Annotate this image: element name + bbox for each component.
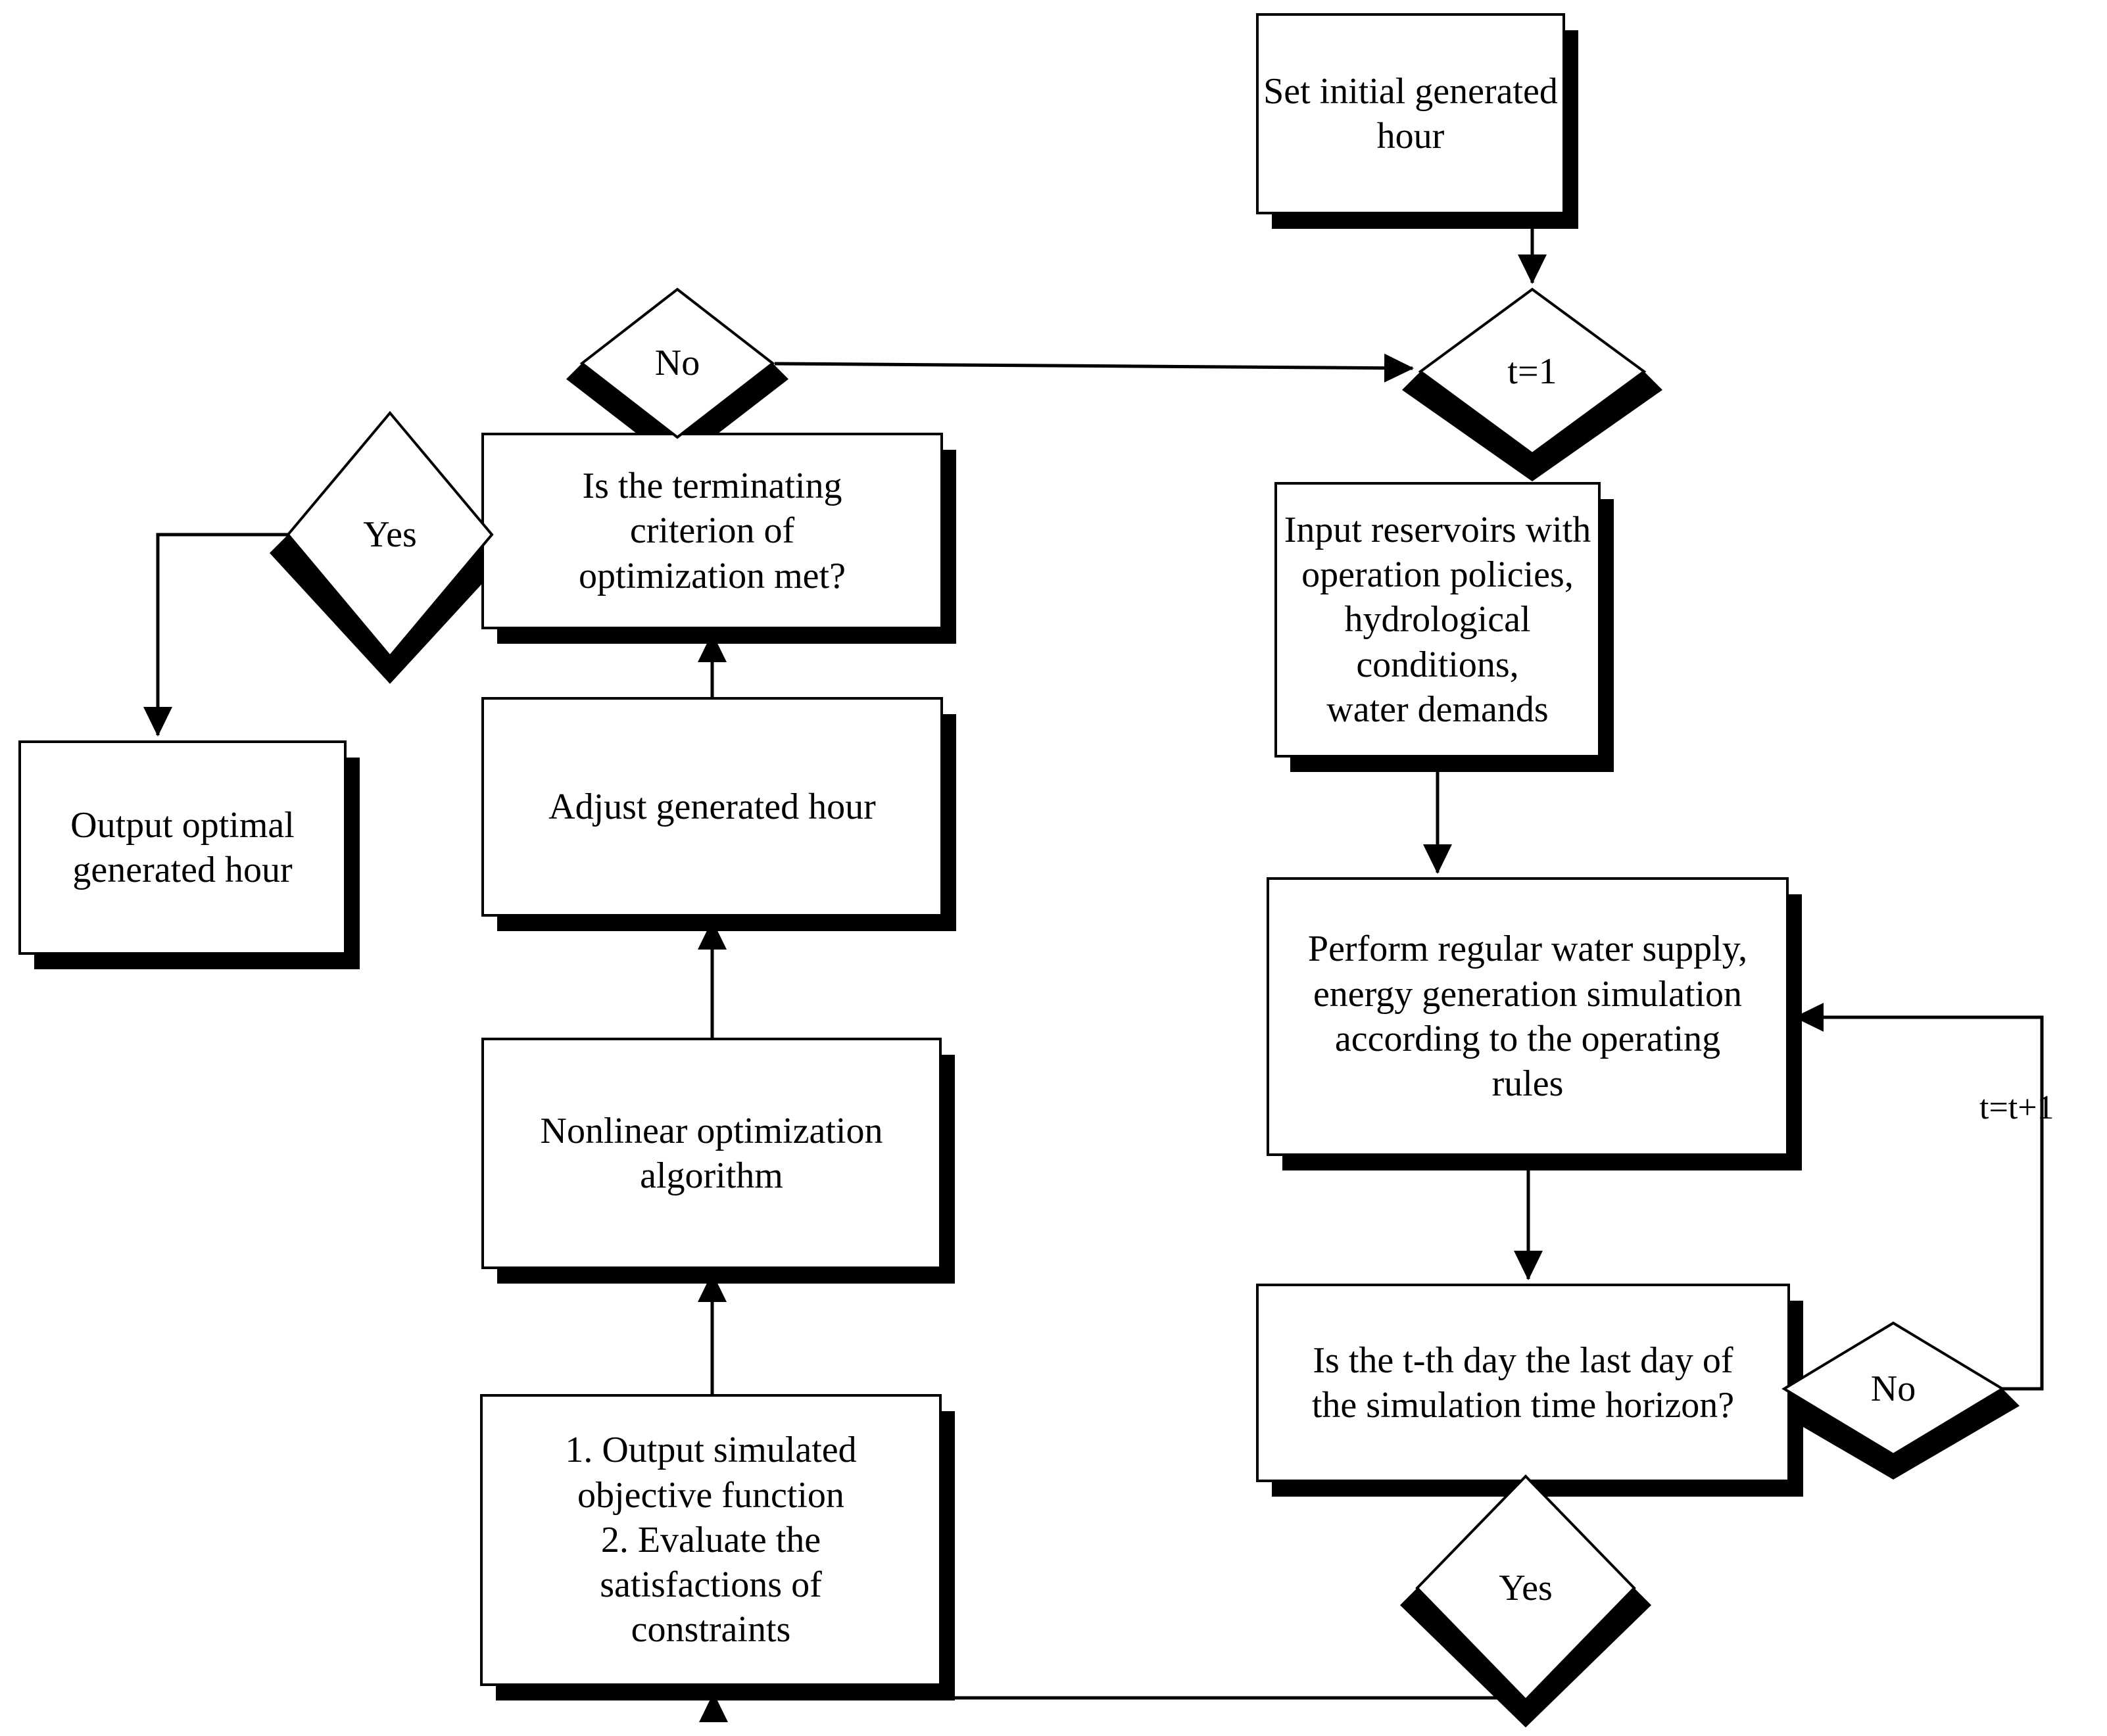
node-no-terminating[interactable]	[579, 287, 775, 439]
node-output-optimal-generated-hour[interactable]	[18, 740, 347, 955]
node-output-simulated-objective[interactable]	[480, 1394, 942, 1686]
connector-yes-to-output-optimal	[143, 533, 288, 736]
connector-no-simulation-to-perform	[1794, 1003, 2044, 1391]
node-set-initial-generated-hour[interactable]	[1256, 13, 1565, 214]
shape-outlines	[18, 13, 2005, 1702]
node-is-t-th-day-last-day[interactable]	[1256, 1284, 1790, 1482]
node-input-reservoirs[interactable]	[1274, 482, 1601, 758]
connector-no-to-t1	[774, 353, 1414, 383]
node-adjust-generated-hour[interactable]	[481, 697, 943, 917]
node-is-terminating-criterion-met[interactable]	[481, 433, 943, 629]
node-nonlinear-optimization-algorithm[interactable]	[481, 1038, 942, 1269]
node-t-equals-1[interactable]	[1418, 287, 1647, 456]
node-perform-regular-water-supply[interactable]	[1267, 877, 1789, 1156]
node-yes-simulation[interactable]	[1415, 1474, 1636, 1702]
node-yes-terminating[interactable]	[286, 410, 494, 659]
node-no-simulation[interactable]	[1781, 1321, 2005, 1457]
connectors	[143, 213, 2044, 1723]
edge-label-t-increment: t=t+1	[1979, 1089, 2054, 1126]
